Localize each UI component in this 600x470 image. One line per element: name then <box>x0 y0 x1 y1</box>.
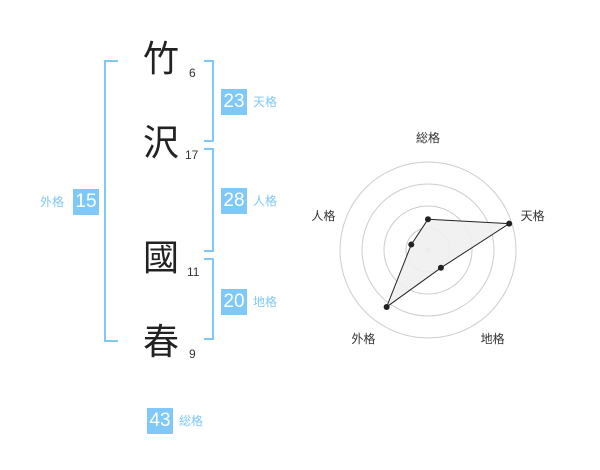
jinkaku-value-badge: 28 <box>221 188 247 214</box>
radar-point-5 <box>408 241 415 248</box>
char-2: 沢 <box>143 123 180 164</box>
tenkaku-bracket <box>204 60 214 142</box>
char-3: 國 <box>143 238 180 279</box>
gaikaku-bracket <box>104 60 118 342</box>
radar-axis-label-2: 天格 <box>521 208 545 223</box>
soukaku-value-badge: 43 <box>147 408 173 434</box>
chikaku-value-badge: 20 <box>221 289 247 315</box>
radar-series-polygon <box>385 218 511 309</box>
radar-point-2 <box>506 220 513 227</box>
chikaku-bracket <box>204 258 214 340</box>
char-1-strokes: 6 <box>189 66 196 80</box>
radar-axis-label-3: 地格 <box>481 331 505 346</box>
radar-point-4 <box>383 303 390 310</box>
radar-ring-3 <box>361 183 495 317</box>
jinkaku-label: 人格 <box>253 194 278 208</box>
radar-axis-label-4: 外格 <box>351 331 375 346</box>
radar-axis-label-1: 総格 <box>416 130 440 145</box>
gaikaku-label: 外格 <box>40 195 65 209</box>
gaikaku-value-badge: 15 <box>73 189 99 215</box>
radar-point-3 <box>437 264 444 271</box>
char-2-strokes: 17 <box>185 148 199 162</box>
soukaku-label: 総格 <box>179 414 204 428</box>
radar-ring-2 <box>383 205 473 295</box>
radar-point-1 <box>425 216 431 223</box>
char-4-strokes: 9 <box>189 347 196 361</box>
jinkaku-bracket <box>204 148 214 252</box>
radar-ring-4 <box>339 161 517 339</box>
radar-axis-label-5: 人格 <box>311 208 335 223</box>
char-1: 竹 <box>143 39 180 80</box>
chikaku-label: 地格 <box>253 295 278 309</box>
tenkaku-value-badge: 23 <box>221 89 247 115</box>
char-3-strokes: 11 <box>187 265 200 279</box>
char-4: 春 <box>143 322 180 363</box>
tenkaku-label: 天格 <box>253 95 278 109</box>
